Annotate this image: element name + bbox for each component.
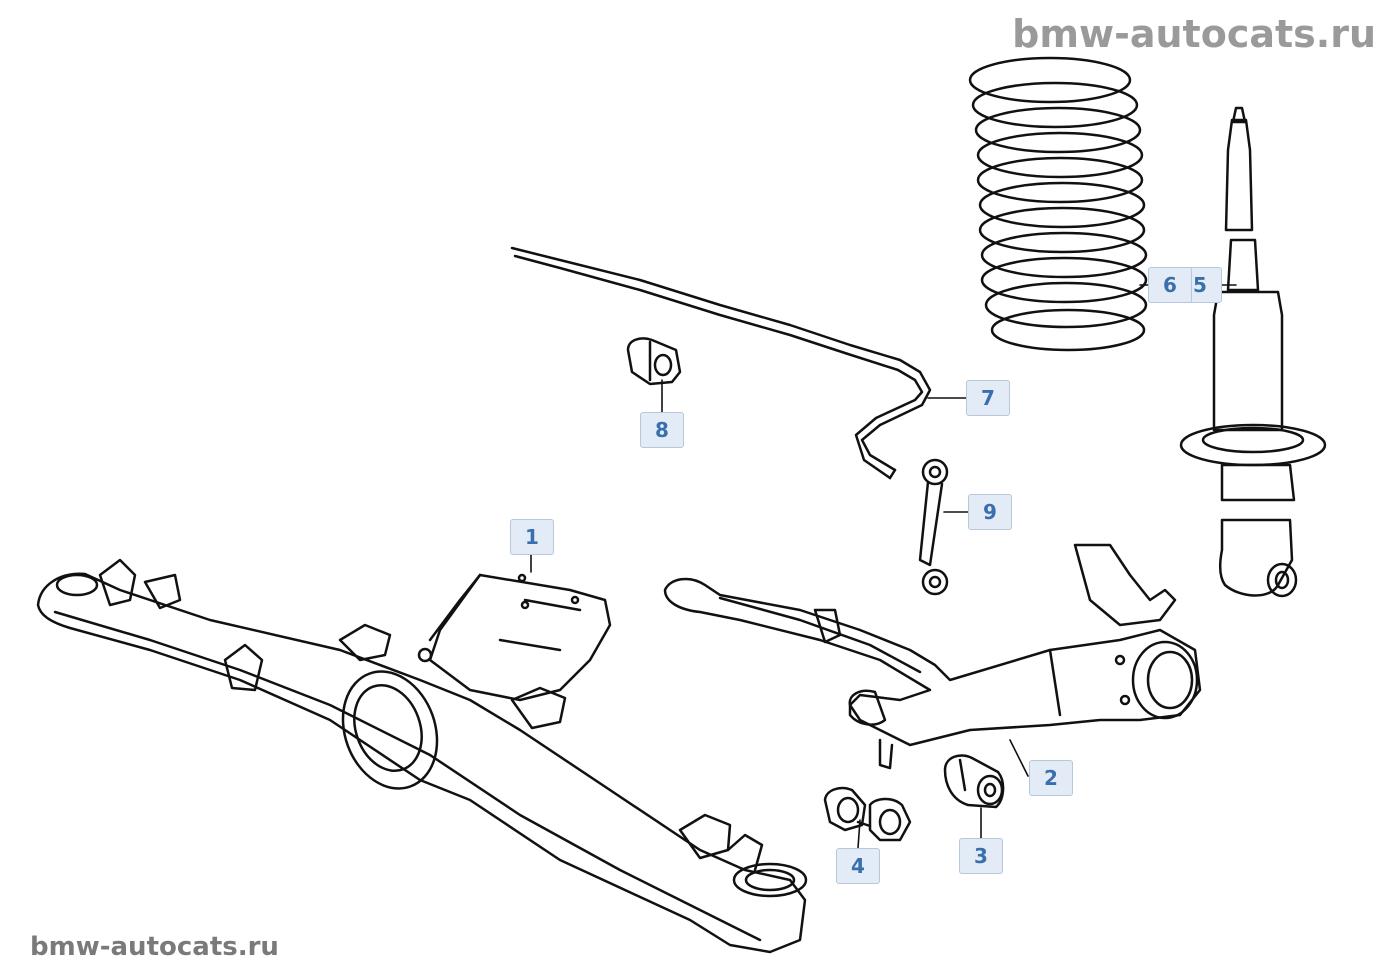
rubber-mounting-pair-drawing	[823, 786, 912, 842]
leader-4	[857, 819, 861, 849]
callout-6[interactable]: 6	[1148, 267, 1192, 303]
callout-9[interactable]: 9	[968, 494, 1012, 530]
callout-3[interactable]: 3	[959, 838, 1003, 874]
stabilizer-link-drawing	[918, 458, 949, 596]
watermark-top: bmw-autocats.ru	[1012, 12, 1376, 56]
stabilizer-bar-drawing	[510, 246, 932, 480]
callout-4[interactable]: 4	[836, 848, 880, 884]
callout-7[interactable]: 7	[966, 380, 1010, 416]
coil-spring-drawing	[968, 56, 1148, 352]
callout-1[interactable]: 1	[510, 519, 554, 555]
leader-lines	[530, 284, 1237, 849]
stabilizer-rubber-mounting-drawing	[626, 337, 682, 386]
rear-axle-carrier-drawing	[36, 558, 808, 954]
callout-8[interactable]: 8	[640, 412, 684, 448]
trailing-arm-drawing	[663, 543, 1202, 770]
callout-2[interactable]: 2	[1029, 760, 1073, 796]
leader-2	[1009, 739, 1029, 777]
watermark-bottom: bmw-autocats.ru	[30, 932, 279, 962]
rubber-mounting-drawing	[943, 754, 1005, 809]
shock-absorber-drawing	[1179, 106, 1327, 598]
